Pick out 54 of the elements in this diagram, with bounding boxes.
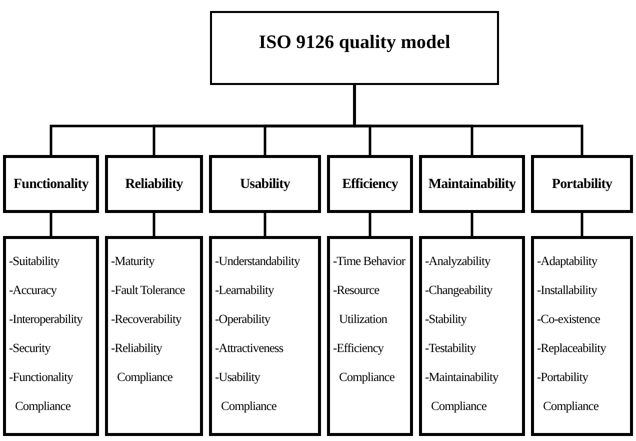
subcharacteristics-box	[531, 236, 633, 436]
subcharacteristic-text: -Functionality Compliance	[9, 369, 74, 415]
category-label: Reliability	[125, 176, 183, 194]
subcharacteristic-text: -Usability Compliance	[215, 369, 278, 415]
subcharacteristic-text: -Resource Utilization	[333, 282, 388, 328]
connector-line	[470, 213, 474, 236]
subcharacteristic-text: -Portability Compliance	[537, 369, 600, 415]
subcharacteristic-text: -Co-existence	[537, 311, 601, 328]
subcharacteristic-text: -Learnability	[215, 282, 276, 299]
subcharacteristic-text: -Operability	[215, 311, 272, 328]
subcharacteristic-text: -Stability	[425, 311, 468, 328]
subcharacteristic-text: -Installability	[537, 282, 598, 299]
title-box	[210, 11, 499, 85]
category-label: Portability	[552, 176, 612, 194]
category-label: Functionality	[14, 176, 88, 194]
title-text: ISO 9126 quality model	[258, 31, 450, 55]
connector-line	[353, 85, 584, 155]
connector-line	[264, 213, 266, 236]
subcharacteristic-text: -Fault Tolerance	[111, 282, 186, 299]
category-label: Usability	[240, 176, 290, 194]
subcharacteristic-text: -Analyzability	[425, 253, 492, 270]
subcharacteristic-text: -Reliability Compliance	[111, 340, 174, 386]
subcharacteristic-text: -Testability	[425, 340, 478, 357]
subcharacteristic-text: -Interoperability	[9, 311, 84, 328]
category-box	[419, 155, 525, 213]
connector-line	[152, 213, 156, 236]
category-label: Maintainability	[428, 176, 516, 194]
category-box	[3, 155, 99, 213]
subcharacteristics-box	[105, 236, 203, 436]
category-box	[209, 155, 321, 213]
connector-line	[580, 213, 584, 236]
subcharacteristic-text: -Changeability	[425, 282, 494, 299]
subcharacteristic-text: -Suitability	[9, 253, 61, 270]
subcharacteristics-box	[327, 236, 413, 436]
subcharacteristic-text: -Adaptability	[537, 253, 598, 270]
subcharacteristic-text: -Maintainability Compliance	[425, 369, 500, 415]
subcharacteristic-text: -Recoverability	[111, 311, 183, 328]
subcharacteristic-text: -Maturity	[111, 253, 156, 270]
category-label: Efficiency	[342, 176, 398, 194]
subcharacteristics-box	[209, 236, 321, 436]
category-box	[531, 155, 633, 213]
subcharacteristic-text: -Efficiency Compliance	[333, 340, 396, 386]
subcharacteristics-box	[419, 236, 525, 436]
connector-line	[50, 213, 52, 236]
connector-line	[368, 213, 372, 236]
subcharacteristic-text: -Time Behavior	[333, 253, 406, 270]
subcharacteristic-text: -Attractiveness	[215, 340, 284, 357]
subcharacteristics-box	[3, 236, 99, 436]
category-box	[105, 155, 203, 213]
subcharacteristic-text: -Accuracy	[9, 282, 58, 299]
category-box	[327, 155, 413, 213]
subcharacteristic-text: -Understandability	[215, 253, 302, 270]
subcharacteristic-text: -Replaceability	[537, 340, 608, 357]
subcharacteristic-text: -Security	[9, 340, 52, 357]
